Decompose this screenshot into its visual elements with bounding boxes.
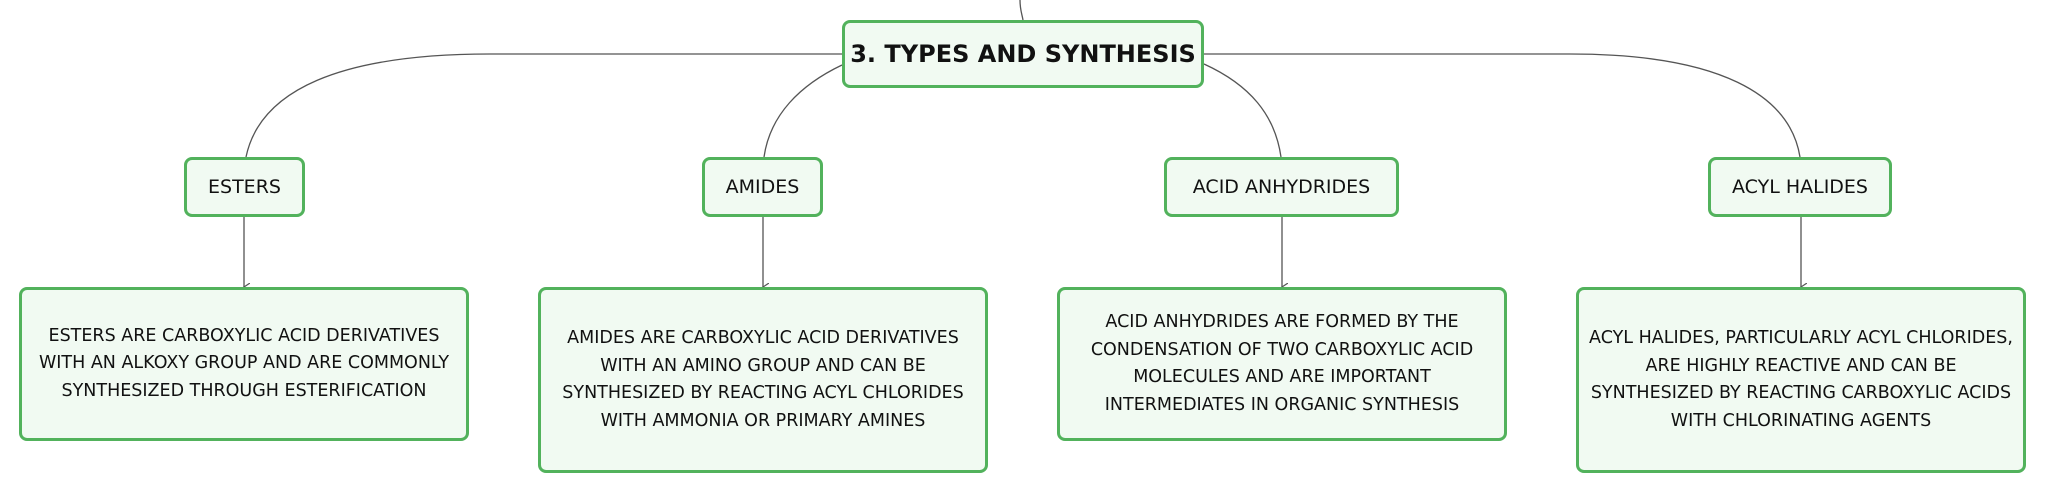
- connector-root-anhydrides: [1203, 63, 1282, 158]
- branch-label: ACID ANHYDRIDES: [1192, 176, 1371, 198]
- description-node-esters[interactable]: ESTERS ARE CARBOXYLIC ACID DERIVATIVES W…: [19, 287, 469, 441]
- branch-label: AMIDES: [725, 176, 800, 198]
- description-text: ESTERS ARE CARBOXYLIC ACID DERIVATIVES W…: [38, 325, 450, 401]
- branch-node-esters[interactable]: ESTERS: [184, 157, 305, 217]
- branch-node-acid-anhydrides[interactable]: ACID ANHYDRIDES: [1164, 157, 1399, 217]
- branch-node-acyl-halides[interactable]: ACYL HALIDES: [1708, 157, 1892, 217]
- connector-root-amides: [763, 64, 843, 158]
- branch-label: ESTERS: [208, 176, 281, 198]
- branch-node-amides[interactable]: AMIDES: [702, 157, 823, 217]
- description-text: ACYL HALIDES, PARTICULARLY ACYL CHLORIDE…: [1589, 328, 2013, 431]
- description-node-acyl-halides[interactable]: ACYL HALIDES, PARTICULARLY ACYL CHLORIDE…: [1576, 287, 2026, 473]
- connector-root-acyl: [1204, 53, 1801, 158]
- description-node-acid-anhydrides[interactable]: ACID ANHYDRIDES ARE FORMED BY THE CONDEN…: [1057, 287, 1507, 441]
- branch-label: ACYL HALIDES: [1732, 176, 1868, 198]
- connector-root-esters: [245, 53, 842, 158]
- root-node[interactable]: 3. TYPES AND SYNTHESIS: [842, 20, 1204, 88]
- description-node-amides[interactable]: AMIDES ARE CARBOXYLIC ACID DERIVATIVES W…: [538, 287, 988, 473]
- root-node-label: 3. TYPES AND SYNTHESIS: [850, 40, 1196, 68]
- connector-parent-root: [1019, 0, 1024, 21]
- description-text: ACID ANHYDRIDES ARE FORMED BY THE CONDEN…: [1090, 312, 1474, 415]
- description-text: AMIDES ARE CARBOXYLIC ACID DERIVATIVES W…: [562, 328, 964, 431]
